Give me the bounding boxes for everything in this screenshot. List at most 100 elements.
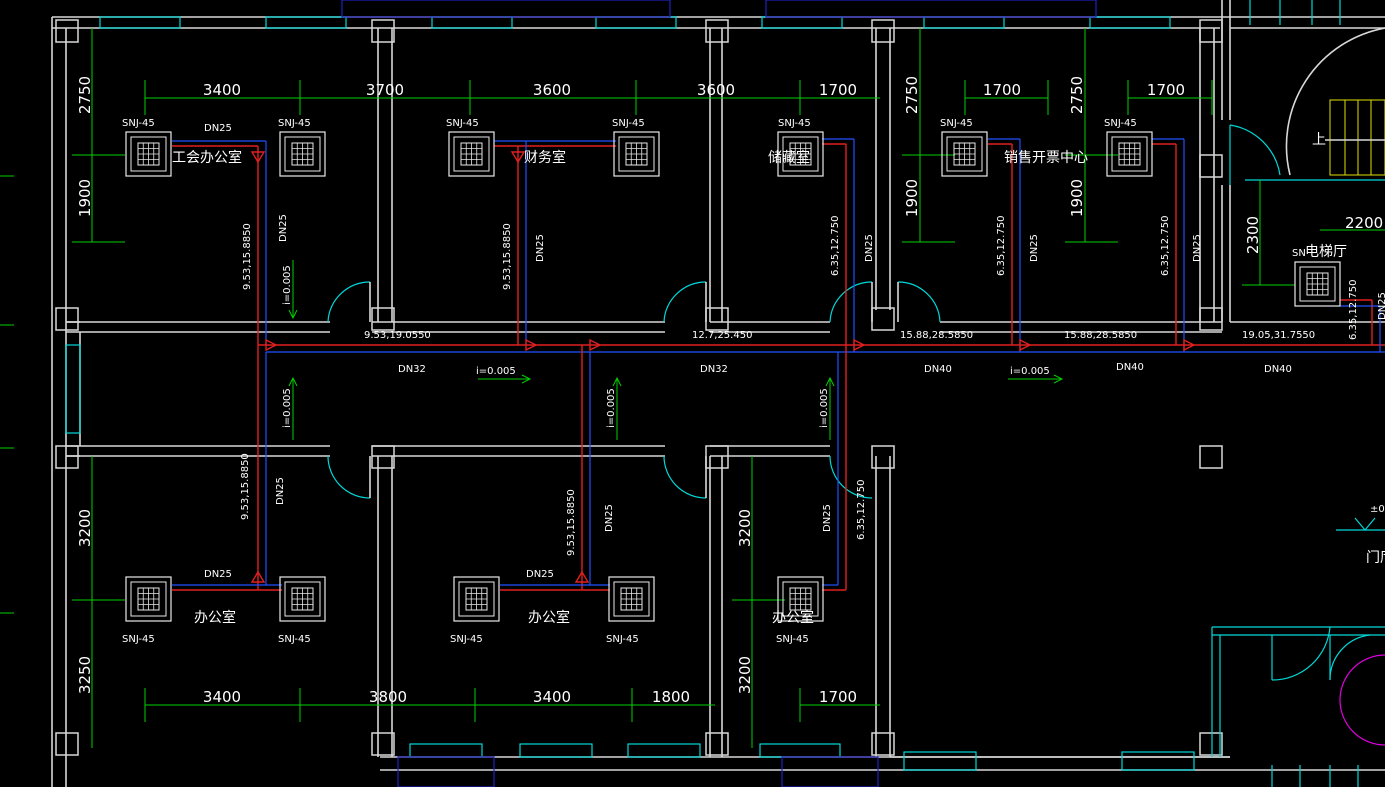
unit-label: SNJ-45 (122, 634, 155, 645)
dim-top-1: 3400 (203, 81, 241, 99)
navy-frames (341, 0, 1097, 787)
pipe-dn32: DN32 (398, 364, 426, 375)
dim-top-2: 3700 (366, 81, 404, 99)
pipe-spec-v: 6.35,12.750 (830, 216, 841, 276)
pipe-spec: 19.05,31.7550 (1242, 330, 1315, 341)
dim-v-5: 2750 (1068, 76, 1086, 114)
room-door-hall: 门厅 (1366, 550, 1385, 566)
unit-label: SNJ-45 (278, 634, 311, 645)
pipe-labels: DN25 DN25 DN25 DN32 DN32 DN40 DN40 DN40 … (204, 123, 1385, 580)
pipe-spec-v: 9.53,15.8850 (242, 223, 253, 290)
walls (51, 0, 1385, 787)
pipe-spec-v: 6.35,12.750 (856, 480, 867, 540)
unit-label: SNJ-45 (1104, 118, 1137, 129)
unit-labels: SNJ-45 SNJ-45 SNJ-45 SNJ-45 SNJ-45 SNJ-4… (122, 118, 1306, 645)
dim-bottom-5: 1700 (819, 688, 857, 706)
unit-label: SN (1292, 248, 1306, 259)
dim-top-4: 3600 (697, 81, 735, 99)
fan-coil-unit (777, 131, 824, 177)
pipes (172, 138, 1385, 591)
dim-bottom-2: 3800 (369, 688, 407, 706)
pipe-spec: 15.88,28.5850 (1064, 330, 1137, 341)
fan-coil-unit (1106, 131, 1153, 177)
fan-coil-unit (453, 576, 500, 622)
room-union-office: 工会办公室 (172, 149, 242, 166)
dim-top-5: 1700 (819, 81, 857, 99)
room-office-3: 办公室 (772, 609, 814, 626)
dim-v-11: 3200 (736, 656, 754, 694)
pipe-spec-v: 6.35,12.750 (1160, 216, 1171, 276)
pipe-dn25-v: DN25 (864, 234, 875, 262)
dim-v-4: 1900 (903, 179, 921, 217)
unit-label: SNJ-45 (450, 634, 483, 645)
room-elevator-hall: 电梯厅 (1305, 244, 1347, 260)
room-finance: 财务室 (524, 149, 566, 166)
slope-label-v: i=0.005 (282, 388, 293, 428)
dim-bottom-1: 3400 (203, 688, 241, 706)
pipe-dn25-v: DN25 (1377, 292, 1385, 320)
dim-v-8: 3200 (76, 509, 94, 547)
pipe-dn32: DN32 (700, 364, 728, 375)
pipe-dn25-v: DN25 (822, 504, 833, 532)
unit-label: SNJ-45 (606, 634, 639, 645)
fan-coil-unit (448, 131, 495, 177)
dim-v-6: 1900 (1068, 179, 1086, 217)
pipe-dn25-v: DN25 (1029, 234, 1040, 262)
room-sales-center: 销售开票中心 (1004, 150, 1088, 166)
slope-label-v: i=0.005 (282, 265, 293, 305)
fan-coil-unit (279, 576, 326, 622)
dim-bottom-3: 3400 (533, 688, 571, 706)
fan-coil-unit (777, 576, 824, 622)
dim-v-9: 3250 (76, 656, 94, 694)
dim-bottom-4: 1800 (652, 688, 690, 706)
unit-label: SNJ-45 (940, 118, 973, 129)
pipe-dn25-v: DN25 (275, 477, 286, 505)
fan-coil-units (125, 131, 1341, 622)
fan-coil-unit (125, 131, 172, 177)
dim-top-6: 1700 (983, 81, 1021, 99)
pipe-dn25-v: DN25 (535, 234, 546, 262)
pipe-spec: 15.88,28.5850 (900, 330, 973, 341)
pipe-spec: 12.7,25.450 (692, 330, 752, 341)
pipe-dn25: DN25 (526, 569, 554, 580)
windows (65, 0, 1385, 787)
dim-v-3: 2750 (903, 76, 921, 114)
pipe-spec: 9.53,19.0550 (364, 330, 431, 341)
pipe-spec-v: 9.53,15.8850 (566, 489, 577, 556)
pipe-dn25: DN25 (204, 569, 232, 580)
dim-v-1: 2750 (76, 76, 94, 114)
stair (1285, 27, 1385, 746)
unit-label: SNJ-45 (122, 118, 155, 129)
dim-v-2: 1900 (76, 179, 94, 217)
fan-coil-unit (608, 576, 655, 622)
unit-label: SNJ-45 (612, 118, 645, 129)
dimension-texts: 3400 3700 3600 3600 1700 1700 1700 3400 … (76, 76, 1383, 706)
slope-label: i=0.005 (1010, 366, 1050, 377)
room-labels: 工会办公室 财务室 储藏室 销售开票中心 电梯厅 办公室 办公室 办公室 门厅 … (172, 132, 1385, 626)
room-storage: 储藏室 (768, 149, 810, 166)
unit-label: SNJ-45 (778, 118, 811, 129)
pipe-dn25: DN25 (204, 123, 232, 134)
room-office-2: 办公室 (528, 609, 570, 626)
unit-label: SNJ-45 (446, 118, 479, 129)
pipe-dn40: DN40 (924, 364, 952, 375)
pipe-dn25-v: DN25 (604, 504, 615, 532)
fan-coil-unit (125, 576, 172, 622)
fan-coil-unit (1294, 261, 1341, 307)
dim-top-7: 1700 (1147, 81, 1185, 99)
pipe-spec-v: 6.35,12.750 (1348, 280, 1359, 340)
elevation-mark: ±0 (1370, 504, 1385, 515)
pipe-spec-v: 9.53,15.8850 (240, 453, 251, 520)
doors (327, 281, 941, 499)
slope-label-v: i=0.005 (606, 388, 617, 428)
pipe-spec-v: 6.35,12.750 (996, 216, 1007, 276)
fan-coil-unit (613, 131, 660, 177)
pipe-dn25-v: DN25 (278, 214, 289, 242)
dim-top-3: 3600 (533, 81, 571, 99)
unit-label: SNJ-45 (278, 118, 311, 129)
pipe-dn40: DN40 (1264, 364, 1292, 375)
stair-up-mark: 上 (1312, 132, 1326, 148)
dim-v-7: 2300 (1244, 216, 1262, 254)
slope-label-v: i=0.005 (819, 388, 830, 428)
